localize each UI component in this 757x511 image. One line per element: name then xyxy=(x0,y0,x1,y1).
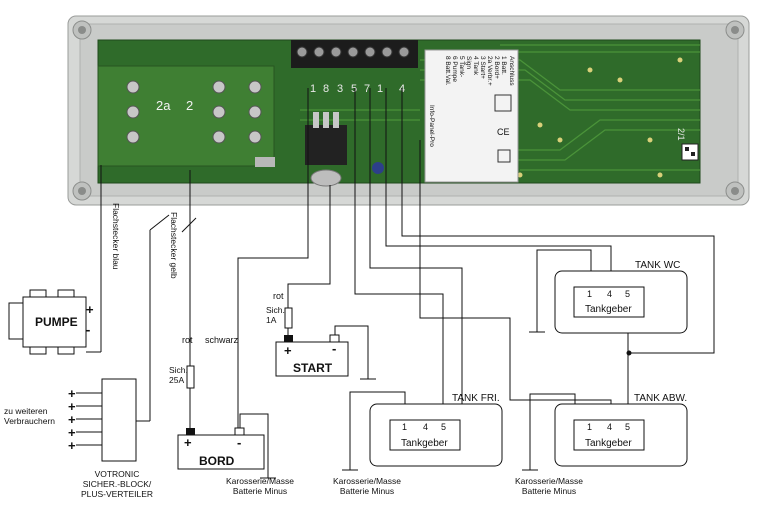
pin-4: 4 xyxy=(607,289,612,299)
terminal-number: 1 xyxy=(377,83,383,95)
tankgeber-label: Tankgeber xyxy=(401,438,448,449)
rot-label-bord: rot xyxy=(182,335,193,345)
tankgeber-label: Tankgeber xyxy=(585,438,632,449)
pin-1: 1 xyxy=(402,422,407,432)
start-battery: + - START xyxy=(275,334,349,377)
votronic-block: + + + + + xyxy=(68,378,137,462)
board-code: 2/1 xyxy=(676,128,686,141)
qr-code-icon xyxy=(681,143,699,161)
pin-5: 5 xyxy=(625,422,630,432)
plus-terminal: + xyxy=(68,386,76,401)
pump: PUMPE + - xyxy=(8,289,94,355)
fuse-start xyxy=(284,307,293,329)
pump-plus: + xyxy=(86,302,94,317)
wires xyxy=(86,88,715,479)
pin-4: 4 xyxy=(607,422,612,432)
bord-minus: - xyxy=(237,435,241,450)
plus-terminal: + xyxy=(68,438,76,453)
start-plus: + xyxy=(284,343,292,358)
weee-bin-icon xyxy=(497,149,511,163)
tank-abw: TANK ABW. 1 4 5 Tankgeber xyxy=(554,393,688,467)
flachstecker-gelb-label: Flachstecker gelb xyxy=(169,212,179,279)
junction-dot xyxy=(626,350,632,356)
qc-logo-icon xyxy=(494,94,512,112)
start-minus: - xyxy=(332,341,336,356)
plus-terminal: + xyxy=(68,425,76,440)
tank-abw-label: TANK ABW. xyxy=(634,393,687,404)
label-line: 3 Start+ xyxy=(479,56,486,79)
fuse-start-label: Sich.1A xyxy=(266,305,285,325)
tank-wc: TANK WC 1 4 5 Tankgeber xyxy=(554,260,688,334)
terminal-number: 1 xyxy=(310,83,316,95)
bord-label: BORD xyxy=(199,454,235,468)
tank-wc-label: TANK WC xyxy=(635,260,680,271)
bord-battery: + - BORD xyxy=(177,427,265,470)
ce-mark-icon: CE xyxy=(497,127,510,137)
pin-5: 5 xyxy=(625,289,630,299)
pin-4: 4 xyxy=(423,422,428,432)
label-line: 6 Pumpe xyxy=(451,56,458,82)
label-sheet: Anschluss 1 Batt. 2 Bord+ 2a Verbr.+ 3 S… xyxy=(424,49,519,183)
bord-plus: + xyxy=(184,435,192,450)
schwarz-label: schwarz xyxy=(205,335,239,345)
terminal-number: 5 xyxy=(351,83,357,95)
label-line: 1 Batt. xyxy=(500,56,507,75)
pump-label: PUMPE xyxy=(35,315,78,329)
plus-terminal: + xyxy=(68,399,76,414)
label-line: 2a Verbr.+ xyxy=(486,56,493,86)
fuse-block: 2a 2 xyxy=(97,65,275,167)
pin-1: 1 xyxy=(587,422,592,432)
label-line: 4 Tank xyxy=(472,56,479,76)
terminal-number: 7 xyxy=(364,83,370,95)
tank-fri: TANK FRI. 1 4 5 Tankgeber xyxy=(369,393,503,467)
terminal-strip: 1 8 3 5 7 1 4 xyxy=(291,40,418,95)
label-line: 8 Batt.Val. xyxy=(444,56,451,86)
pump-minus: - xyxy=(86,322,90,337)
label-line: 2 Bord+ xyxy=(493,56,500,79)
fuse-slot-2-label: 2 xyxy=(186,98,193,113)
fuse-bord-label: Sich.25A xyxy=(169,365,188,385)
label-line: 5 Tank- xyxy=(458,56,465,77)
flachstecker-blau-label: Flachstecker blau xyxy=(111,203,121,270)
rot-label-start: rot xyxy=(273,291,284,301)
pin-5: 5 xyxy=(441,422,446,432)
fuse-slot-2a-label: 2a xyxy=(156,98,171,113)
terminal-number: 8 xyxy=(323,83,329,95)
label-sheet-title: Anschluss xyxy=(508,56,515,86)
start-label: START xyxy=(293,361,333,375)
pin-1: 1 xyxy=(587,289,592,299)
tankgeber-label: Tankgeber xyxy=(585,304,632,315)
fuse-bord xyxy=(186,365,195,389)
label-line: Sign xyxy=(465,56,472,69)
plus-terminal: + xyxy=(68,412,76,427)
product-name: Info-Panel-Pro xyxy=(428,105,435,147)
connector xyxy=(305,112,384,187)
tank-fri-label: TANK FRI. xyxy=(452,393,500,404)
terminal-number: 3 xyxy=(337,83,343,95)
